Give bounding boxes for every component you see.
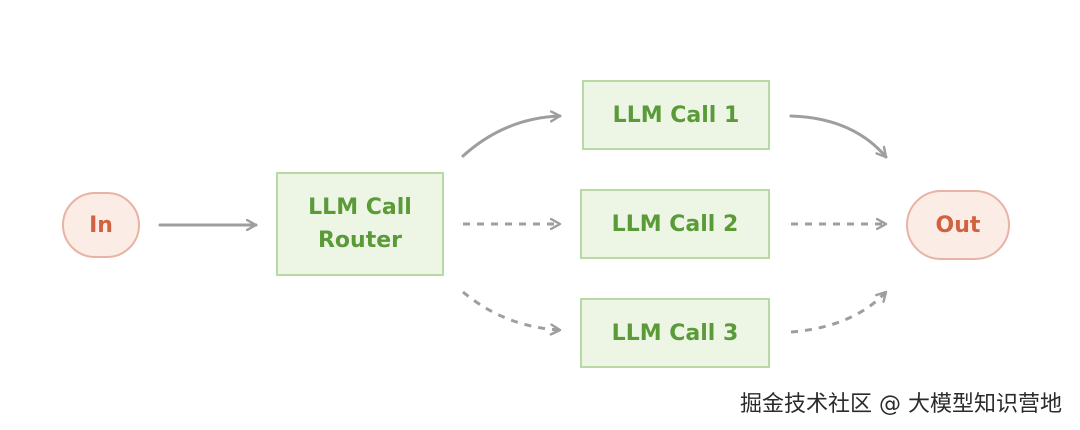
llm-call-3-label: LLM Call 3: [611, 320, 739, 346]
input-node: In: [62, 192, 140, 258]
router-node-label: LLM Call Router: [308, 195, 412, 253]
llm-call-2-node: LLM Call 2: [580, 189, 770, 259]
arrow-call1-to-out: [789, 114, 888, 159]
llm-call-2-label: LLM Call 2: [611, 211, 739, 237]
llm-call-1-label: LLM Call 1: [612, 102, 740, 128]
output-node-label: Out: [935, 212, 981, 238]
arrow-router-to-call3: [462, 290, 560, 330]
input-node-label: In: [89, 212, 113, 238]
arrow-router-to-call1: [461, 116, 562, 158]
watermark-text: 掘金技术社区 @ 大模型知识营地: [740, 392, 1062, 417]
llm-call-1-node: LLM Call 1: [582, 80, 770, 150]
output-node: Out: [906, 190, 1010, 260]
arrow-call3-to-out: [790, 292, 886, 334]
llm-call-3-node: LLM Call 3: [580, 298, 770, 368]
router-node: LLM Call Router: [276, 172, 444, 276]
